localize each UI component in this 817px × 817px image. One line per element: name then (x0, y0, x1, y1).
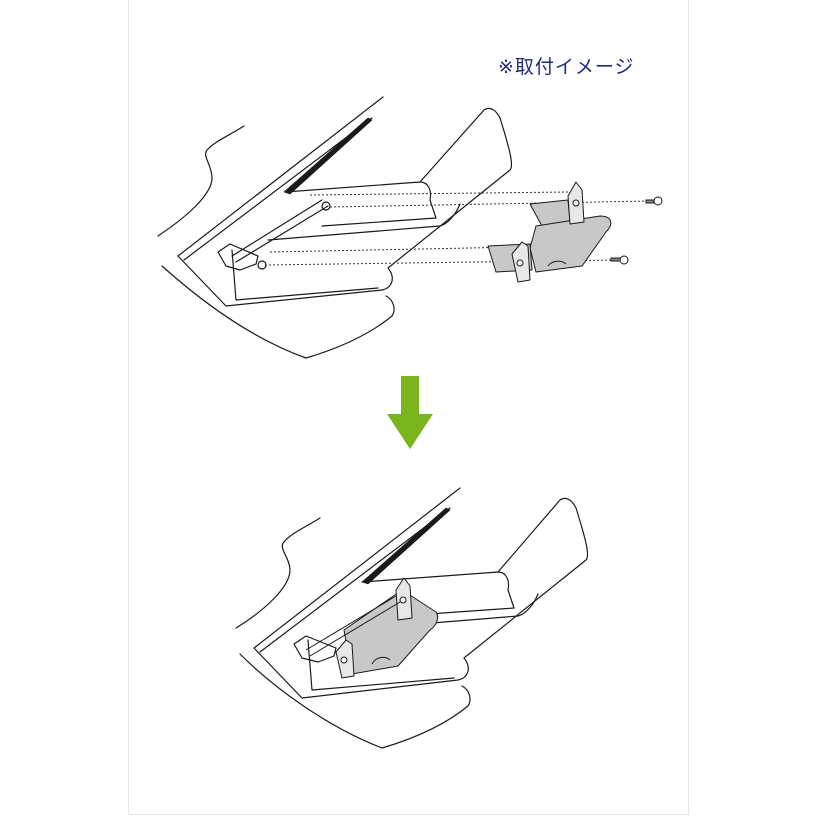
rail-bar (231, 199, 329, 263)
rail-clip (217, 243, 259, 271)
channel-floor-after (307, 639, 455, 691)
installed-bracket (305, 577, 439, 679)
channel-floor (231, 249, 379, 301)
bracket-hole-upper (572, 199, 580, 207)
alignment-line-1 (309, 191, 569, 196)
alignment-line-2 (329, 200, 651, 208)
screw-upper-head (653, 196, 663, 206)
rail-upper-edge-2 (183, 117, 373, 261)
installed-rail-bar (305, 595, 401, 657)
rail-clip-after (293, 635, 337, 663)
rail-slot (283, 117, 373, 195)
installed-bracket-body (343, 589, 439, 675)
installed-bracket-hole-lower (340, 656, 348, 664)
rail-upper-edge-after (253, 487, 461, 649)
vehicle-body-outline-after (235, 517, 321, 629)
car-underside-after (381, 685, 471, 749)
rail-hole-lower (257, 260, 267, 270)
alignment-line-4 (264, 259, 619, 266)
car-underside (305, 295, 395, 359)
screw-lower-head (619, 255, 629, 265)
alignment-line-3 (269, 246, 521, 253)
rail-hole-upper (321, 201, 331, 211)
installed-bracket-notch (371, 656, 391, 665)
installation-image-caption: ※取付イメージ (498, 56, 635, 78)
screw-upper-shaft (645, 199, 655, 204)
after-installation-figure (235, 487, 589, 749)
vehicle-body-lower-curve-after (239, 653, 383, 749)
bracket-notch (547, 260, 567, 267)
mounting-bracket (487, 181, 612, 283)
channel-outline (177, 107, 513, 307)
before-installation-figure (157, 96, 513, 359)
down-arrow-icon (387, 376, 433, 449)
screws (610, 196, 663, 265)
bracket-body (529, 215, 612, 273)
vehicle-body-lower-curve (161, 265, 307, 359)
channel-back-wall (267, 203, 461, 241)
installed-bracket-hole-upper (399, 596, 407, 604)
vehicle-body-outline (157, 125, 245, 237)
rail-upper-edge (177, 96, 384, 257)
screw-lower-shaft (610, 257, 622, 262)
channel-back-wall-after (345, 593, 539, 631)
alignment-lines (264, 191, 651, 266)
bracket-hole-lower (516, 259, 524, 267)
channel-outline-after (253, 497, 589, 699)
rail-slot-after (361, 507, 451, 585)
